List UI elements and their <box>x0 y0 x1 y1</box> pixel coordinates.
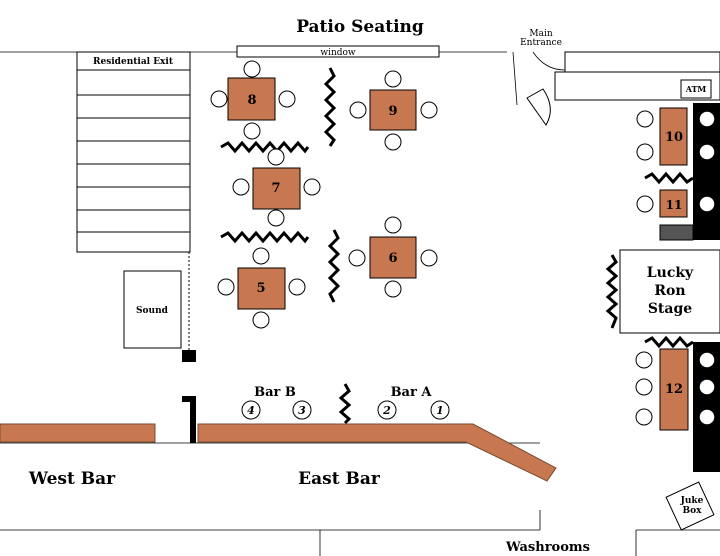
speaker <box>659 224 694 241</box>
east-bar-label: East Bar <box>298 469 381 489</box>
bar-b-label: Bar B <box>254 385 296 400</box>
atm-label: ATM <box>685 84 707 94</box>
lucky-ron-stage[interactable]: Lucky Ron Stage <box>619 249 720 334</box>
table-12[interactable]: 12 <box>635 348 716 431</box>
table-9[interactable]: 9 <box>349 70 438 151</box>
west-bar-label: West Bar <box>28 469 116 489</box>
stage-label-1: Lucky <box>647 265 694 281</box>
table-8[interactable]: 8 <box>210 60 296 140</box>
table-10-label: 10 <box>665 130 683 145</box>
sound-label: Sound <box>136 306 169 316</box>
bar-seat-3[interactable]: 3 <box>292 400 312 420</box>
residential-exit-label: Residential Exit <box>93 57 174 67</box>
table-5[interactable]: 5 <box>217 247 306 329</box>
stage-label-2: Ron <box>654 283 685 299</box>
main-entrance[interactable]: Main Entrance <box>520 29 720 126</box>
bar-seat-2-label: 2 <box>382 404 391 417</box>
bar-seat-1-label: 1 <box>436 404 444 417</box>
east-bar-counter <box>197 423 557 482</box>
washrooms-label: Washrooms <box>505 540 590 555</box>
jukebox-label-2: Box <box>683 506 703 516</box>
table-6[interactable]: 6 <box>348 216 438 298</box>
bar-seat-4-label: 4 <box>247 404 255 417</box>
bar-seat-3-label: 3 <box>298 404 306 417</box>
west-bar-counter <box>0 423 156 443</box>
main-entrance-label-1: Main <box>529 29 552 39</box>
patio-seating-title: Patio Seating <box>296 17 424 37</box>
table-7[interactable]: 7 <box>232 148 321 227</box>
stage-label-3: Stage <box>648 301 692 317</box>
table-10[interactable]: 10 <box>636 107 716 166</box>
residential-exit[interactable]: Residential Exit <box>76 51 191 253</box>
window-label: window <box>320 48 356 58</box>
atm[interactable]: ATM <box>680 79 712 99</box>
table-8-label: 8 <box>247 93 256 108</box>
table-6-label: 6 <box>388 251 397 266</box>
window: window <box>236 45 440 58</box>
post <box>182 350 196 362</box>
bar-end-post <box>182 396 196 443</box>
patio-dividers <box>220 67 694 425</box>
jukebox-label-1: Juke <box>680 496 704 506</box>
table-11-label: 11 <box>666 198 683 212</box>
bar-seat-1[interactable]: 1 <box>430 400 450 420</box>
bar-a-label: Bar A <box>391 385 433 400</box>
table-5-label: 5 <box>256 281 265 296</box>
table-12-label: 12 <box>665 382 683 397</box>
main-entrance-label-2: Entrance <box>520 38 562 48</box>
table-7-label: 7 <box>271 181 280 196</box>
table-11[interactable]: 11 <box>636 189 716 218</box>
table-9-label: 9 <box>388 104 397 119</box>
juke-box[interactable]: Juke Box <box>665 481 715 531</box>
sound-booth[interactable]: Sound <box>123 270 182 349</box>
bar-seat-2[interactable]: 2 <box>377 400 397 420</box>
bar-seat-4[interactable]: 4 <box>241 400 261 420</box>
